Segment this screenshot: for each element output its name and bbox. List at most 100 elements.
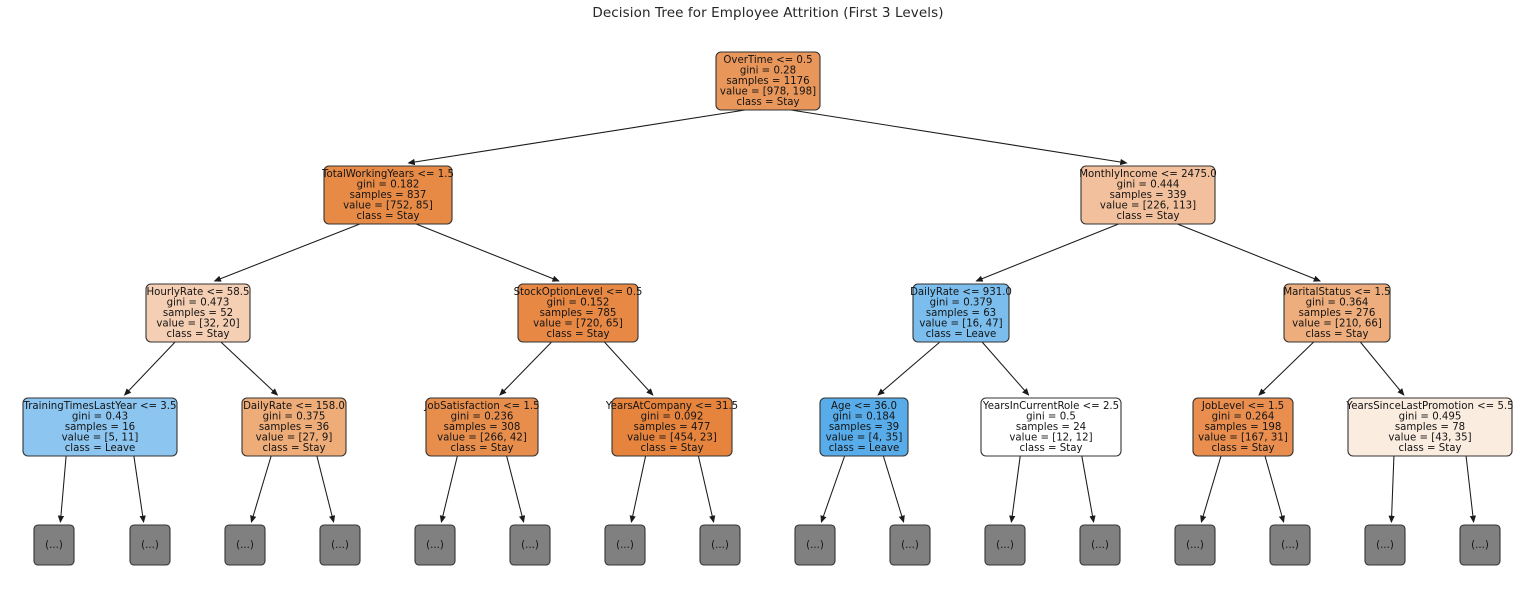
node-stat-line: class = Stay — [262, 443, 325, 454]
node-box — [145, 283, 251, 343]
truncated-leaf-node[interactable]: (...) — [1269, 524, 1311, 566]
node-stat-line: value = [720, 65] — [533, 319, 623, 330]
node-box — [22, 397, 178, 457]
node-condition: JobLevel <= 1.5 — [1201, 401, 1284, 412]
leaf-label: (...) — [616, 540, 634, 551]
truncated-leaf-node[interactable]: (...) — [129, 524, 171, 566]
tree-edge — [213, 223, 361, 282]
leaf-box — [129, 524, 171, 566]
leaf-box — [984, 524, 1026, 566]
tree-edge — [1081, 455, 1096, 524]
node-condition: YearsSinceLastPromotion <= 5.5 — [1345, 401, 1513, 412]
node-box — [980, 397, 1122, 457]
tree-edge — [981, 341, 1030, 396]
node-stat-line: gini = 0.375 — [263, 411, 326, 422]
leaf-label: (...) — [806, 540, 824, 551]
node-condition: YearsInCurrentRole <= 2.5 — [982, 401, 1119, 412]
node-stat-line: samples = 78 — [1395, 422, 1465, 433]
truncated-leaf-node[interactable]: (...) — [1079, 524, 1121, 566]
tree-edge — [604, 341, 654, 396]
tree-edge — [220, 341, 279, 396]
node-box — [611, 397, 733, 457]
truncated-leaf-node[interactable]: (...) — [1364, 524, 1406, 566]
tree-edge — [820, 455, 846, 523]
leaf-box — [319, 524, 361, 566]
truncated-leaf-node[interactable]: (...) — [699, 524, 741, 566]
node-stat-line: value = [226, 113] — [1100, 201, 1196, 212]
node-stat-line: gini = 0.092 — [641, 411, 704, 422]
node-box — [1283, 283, 1391, 343]
node-stat-line: samples = 36 — [259, 422, 329, 433]
tree-edge — [1258, 341, 1315, 396]
truncated-leaf-node[interactable]: (...) — [319, 524, 361, 566]
node-condition: StockOptionLevel <= 0.5 — [514, 287, 643, 298]
truncated-leaf-node[interactable]: (...) — [794, 524, 836, 566]
leaf-label: (...) — [331, 540, 349, 551]
node-box — [715, 51, 821, 111]
leaf-box — [224, 524, 266, 566]
truncated-leaf-node[interactable]: (...) — [33, 524, 75, 566]
node-stat-line: class = Stay — [546, 329, 609, 340]
node-stat-line: class = Stay — [1398, 443, 1461, 454]
node-stat-line: value = [210, 66] — [1292, 319, 1382, 330]
leaf-box — [889, 524, 931, 566]
leaf-label: (...) — [711, 540, 729, 551]
truncated-leaf-node[interactable]: (...) — [224, 524, 266, 566]
node-stat-line: gini = 0.379 — [930, 297, 993, 308]
node-stat-line: gini = 0.364 — [1306, 297, 1369, 308]
node-stat-line: value = [27, 9] — [256, 433, 333, 444]
tree-edge — [1264, 455, 1285, 524]
tree-edge — [1177, 223, 1322, 282]
tree-edge — [439, 455, 458, 524]
node-stat-line: value = [16, 47] — [919, 319, 1002, 330]
node-stat-line: samples = 24 — [1016, 422, 1086, 433]
node-stat-line: value = [752, 85] — [343, 201, 433, 212]
node-box — [1192, 397, 1294, 457]
tree-edge — [882, 455, 905, 524]
truncated-leaf-node[interactable]: (...) — [414, 524, 456, 566]
node-stat-line: class = Stay — [166, 329, 229, 340]
node-stat-line: gini = 0.236 — [451, 411, 514, 422]
node-condition: TrainingTimesLastYear <= 3.5 — [23, 401, 177, 412]
node-stat-line: value = [266, 42] — [437, 433, 527, 444]
node-stat-line: samples = 63 — [926, 308, 996, 319]
node-condition: HourlyRate <= 58.5 — [147, 287, 250, 298]
node-stat-line: class = Leave — [65, 443, 136, 454]
node-stat-line: gini = 0.5 — [1026, 411, 1076, 422]
node-stat-line: value = [43, 35] — [1388, 433, 1471, 444]
node-box — [1347, 397, 1513, 457]
node-stat-line: class = Stay — [1211, 443, 1274, 454]
leaf-label: (...) — [1376, 540, 1394, 551]
leaf-box — [509, 524, 551, 566]
tree-edge — [1009, 455, 1021, 524]
truncated-leaf-node[interactable]: (...) — [889, 524, 931, 566]
node-stat-line: samples = 52 — [163, 308, 233, 319]
truncated-leaf-node[interactable]: (...) — [1174, 524, 1216, 566]
node-stat-line: class = Stay — [1305, 329, 1368, 340]
node-stat-line: class = Stay — [640, 443, 703, 454]
node-condition: JobSatisfaction <= 1.5 — [423, 401, 539, 412]
truncated-leaf-node[interactable]: (...) — [984, 524, 1026, 566]
truncated-leaf-node[interactable]: (...) — [1459, 524, 1501, 566]
truncated-leaf-node[interactable]: (...) — [604, 524, 646, 566]
truncated-leaf-node[interactable]: (...) — [509, 524, 551, 566]
tree-edge — [1359, 341, 1405, 396]
leaf-label: (...) — [45, 540, 63, 551]
